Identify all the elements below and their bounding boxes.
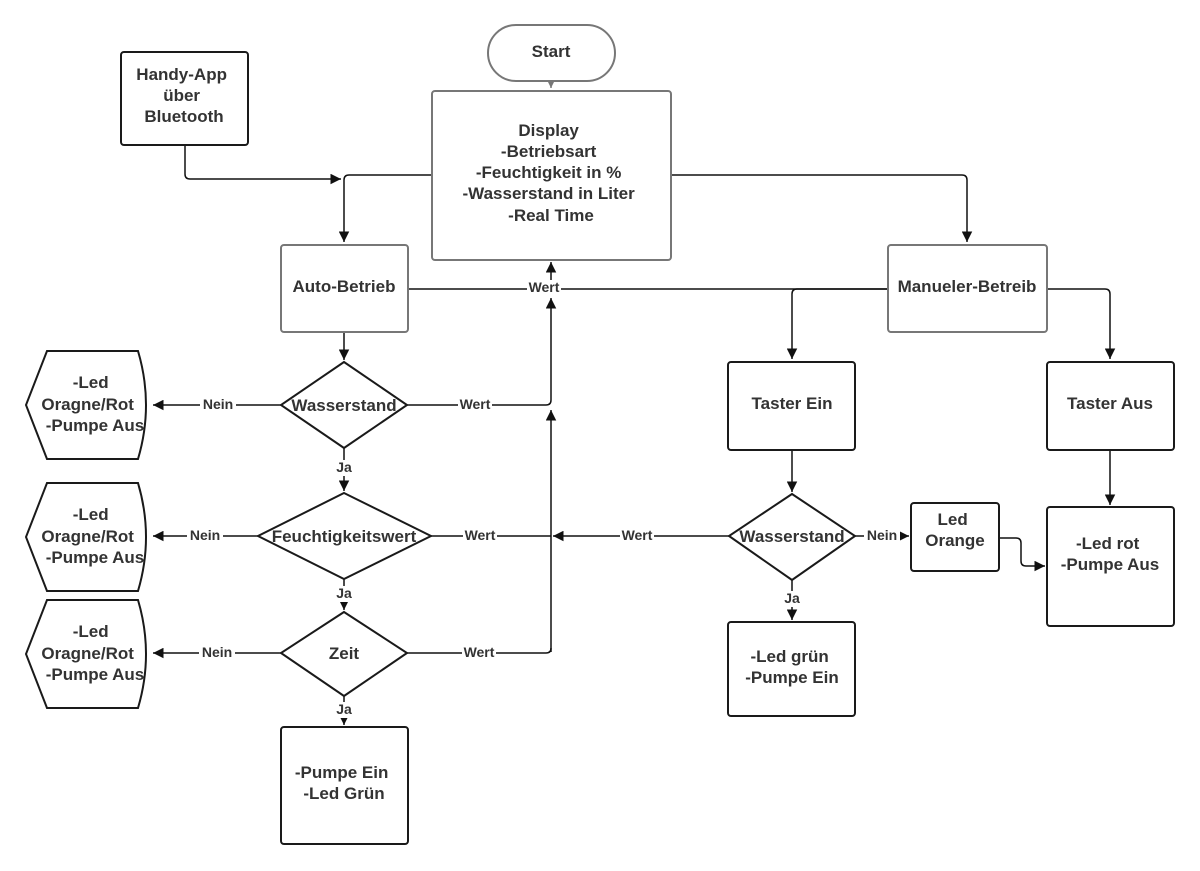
node-led-rot-3-line: -Pumpe Aus: [46, 665, 145, 684]
node-auto-betrieb-line: Auto-Betrieb: [293, 277, 396, 296]
label-wert-zeit: Wert: [464, 644, 495, 660]
node-taster-ein-line: Taster Ein: [752, 394, 833, 413]
node-wasserstand-auto: Wasserstand: [291, 396, 396, 415]
node-pumpe-ein-auto-shape: [280, 726, 409, 845]
node-led-rot-pumpe-aus: -Led rot -Pumpe Aus: [1061, 534, 1160, 574]
node-manuel-betrieb-shape: [887, 244, 1048, 333]
node-led-rot-1: -Led Oragne/Rot -Pumpe Aus: [41, 373, 144, 435]
node-led-rot-3-line: -Led: [73, 622, 109, 641]
node-start-line: Start: [532, 42, 571, 61]
node-manuel-betrieb: Manueler-Betreib: [898, 277, 1037, 296]
label-wert-manuel: Wert: [622, 527, 653, 543]
node-display: Display -Betriebsart -Feuchtigkeit in % …: [463, 121, 640, 225]
node-led-rot-pumpe-aus-line: -Led rot: [1076, 534, 1140, 553]
label-wert-wasserstand: Wert: [460, 396, 491, 412]
node-feuchtigkeitswert-line: Feuchtigkeitswert: [272, 527, 417, 546]
node-zeit: Zeit: [329, 644, 360, 663]
node-zeit-shape: [279, 610, 409, 698]
label-ja-wasserstand: Ja: [336, 459, 352, 475]
node-led-gruen-pumpe-ein: -Led grün -Pumpe Ein: [745, 647, 839, 687]
node-pumpe-ein-auto: -Pumpe Ein -Led Grün: [295, 763, 393, 803]
edge-handy-auto: [184, 146, 341, 185]
node-wasserstand-manuel-line: Wasserstand: [739, 527, 844, 546]
node-manuel-betrieb-line: Manueler-Betreib: [898, 277, 1037, 296]
node-auto-betrieb: Auto-Betrieb: [293, 277, 396, 296]
label-wert-feuchte: Wert: [465, 527, 496, 543]
edge-orange-rot: [999, 537, 1045, 572]
node-taster-aus-shape: [1046, 361, 1175, 451]
node-handy-app: Handy-App über Bluetooth: [136, 65, 231, 126]
node-led-orange-line: Led: [938, 510, 968, 529]
node-display-line: -Wasserstand in Liter: [463, 184, 636, 203]
node-led-orange-line: Orange: [925, 531, 985, 550]
edge-manuel-taster-aus: [1047, 288, 1116, 359]
node-display-line: Display: [518, 121, 579, 140]
label-nein-manuel: Nein: [867, 527, 897, 543]
node-led-rot-2-line: Oragne/Rot: [41, 527, 134, 546]
node-wasserstand-auto-shape: [279, 360, 409, 450]
node-start: Start: [532, 42, 571, 61]
node-led-rot-2-line: -Led: [73, 505, 109, 524]
node-led-gruen-pumpe-ein-line: -Led grün: [750, 647, 828, 666]
node-handy-app-shape: [120, 51, 249, 146]
node-led-orange-shape: [910, 502, 1000, 572]
node-wasserstand-manuel-shape: [727, 492, 857, 582]
edge-zeit-wert: [407, 647, 552, 654]
label-wert-auto: Wert: [529, 279, 560, 295]
label-ja-zeit: Ja: [336, 701, 352, 717]
edge-display-manuel: [671, 174, 973, 242]
node-led-rot-2-line: -Pumpe Aus: [46, 548, 145, 567]
node-led-rot-1-line: -Pumpe Aus: [46, 416, 145, 435]
node-led-rot-1-line: Oragne/Rot: [41, 395, 134, 414]
edge-manuel-taster-ein: [786, 288, 888, 359]
node-handy-app-line: Bluetooth: [144, 107, 223, 126]
node-taster-aus: Taster Aus: [1067, 394, 1153, 413]
edge-wasserstand-wert: [407, 298, 557, 406]
node-start-shape: [487, 24, 616, 82]
node-handy-app-line: Handy-App: [136, 65, 227, 84]
edge-display-auto: [338, 174, 432, 242]
node-zeit-line: Zeit: [329, 644, 360, 663]
node-led-rot-3-shape: [24, 599, 147, 709]
node-taster-aus-line: Taster Aus: [1067, 394, 1153, 413]
node-led-gruen-pumpe-ein-shape: [727, 621, 856, 717]
node-led-rot-2: -Led Oragne/Rot -Pumpe Aus: [41, 505, 144, 567]
node-handy-app-line: über: [163, 86, 200, 105]
node-pumpe-ein-auto-line: -Pumpe Ein: [295, 763, 389, 782]
node-taster-ein: Taster Ein: [752, 394, 833, 413]
label-nein-feuchte: Nein: [190, 527, 220, 543]
node-led-rot-1-line: -Led: [73, 373, 109, 392]
label-ja-manuel: Ja: [784, 590, 800, 606]
node-led-rot-pumpe-aus-shape: [1046, 506, 1175, 627]
node-led-rot-3: -Led Oragne/Rot -Pumpe Aus: [41, 622, 144, 684]
node-led-rot-2-shape: [24, 482, 147, 592]
node-led-rot-pumpe-aus-line: -Pumpe Aus: [1061, 555, 1160, 574]
label-nein-wasserstand: Nein: [203, 396, 233, 412]
node-led-rot-3-line: Oragne/Rot: [41, 644, 134, 663]
label-nein-zeit: Nein: [202, 644, 232, 660]
node-display-shape: [431, 90, 672, 261]
node-display-line: -Feuchtigkeit in %: [476, 163, 621, 182]
node-taster-ein-shape: [727, 361, 856, 451]
node-led-rot-1-shape: [24, 350, 147, 460]
node-display-line: -Betriebsart: [501, 142, 597, 161]
node-wasserstand-auto-line: Wasserstand: [291, 396, 396, 415]
node-display-line: -Real Time: [508, 206, 594, 225]
label-ja-feuchte: Ja: [336, 585, 352, 601]
node-led-gruen-pumpe-ein-line: -Pumpe Ein: [745, 668, 839, 687]
node-pumpe-ein-auto-line: -Led Grün: [303, 784, 384, 803]
node-feuchtigkeitswert: Feuchtigkeitswert: [272, 527, 417, 546]
node-auto-betrieb-shape: [280, 244, 409, 333]
node-wasserstand-manuel: Wasserstand: [739, 527, 844, 546]
node-feuchtigkeitswert-shape: [255, 491, 434, 581]
node-led-orange: Led Orange: [925, 510, 985, 550]
